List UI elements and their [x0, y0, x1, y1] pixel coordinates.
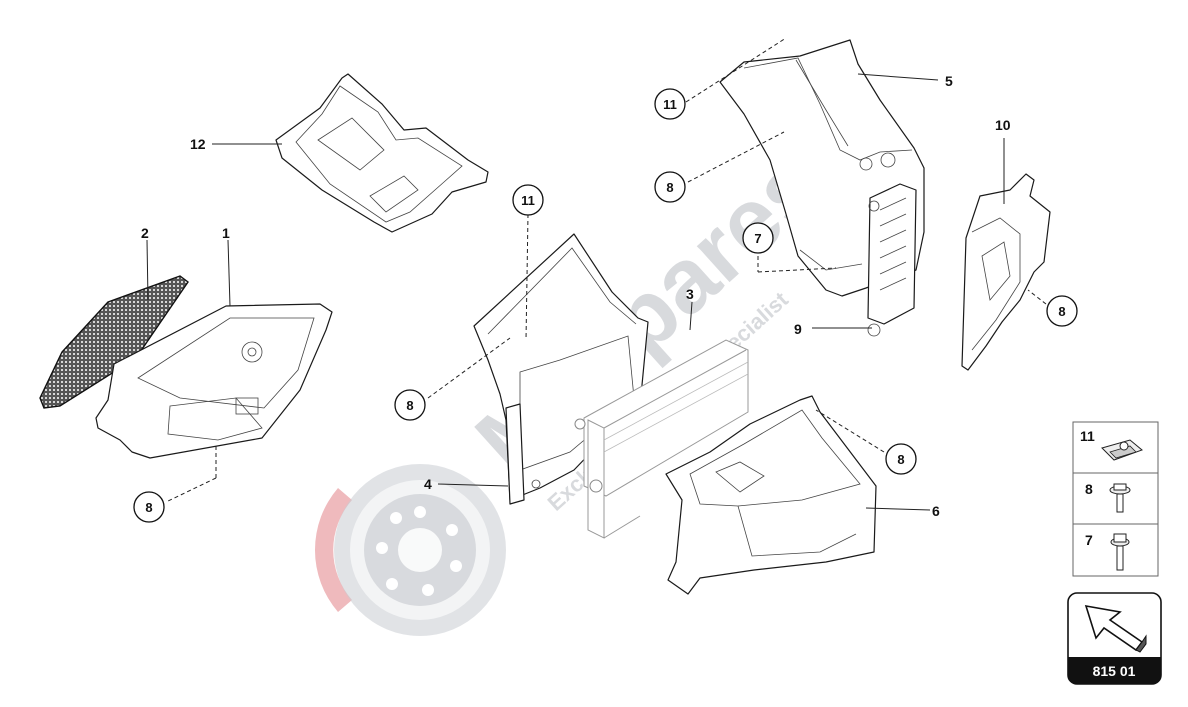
part-labels: 12 2 1 3 4 5 6 9 10: [141, 73, 1011, 519]
part-1-air-intake-housing: [95, 303, 333, 459]
reference-code: 815 01: [1093, 663, 1136, 679]
part-label-1: 1: [222, 225, 230, 241]
part-2-mesh-grille: [39, 275, 189, 409]
svg-text:8: 8: [145, 500, 152, 515]
long-bolt-icon: [1110, 533, 1130, 571]
fastener-legend: 11 8 7: [1072, 421, 1159, 577]
svg-text:8: 8: [666, 180, 673, 195]
part-label-5: 5: [945, 73, 953, 89]
part-label-10: 10: [995, 117, 1011, 133]
leader-lines: [146, 37, 1047, 511]
svg-text:11: 11: [1080, 428, 1095, 444]
part-label-2: 2: [141, 225, 149, 241]
callouts: 11 8 7 8 11 8 8 8: [133, 88, 1078, 523]
part-9-oil-cooler: [867, 183, 917, 337]
part-6-lower-air-duct: [665, 395, 877, 595]
part-label-4: 4: [424, 476, 432, 492]
svg-text:8: 8: [897, 452, 904, 467]
callout-8-lower-right: 8: [885, 443, 917, 475]
arrow-icon: [1084, 604, 1147, 653]
svg-text:8: 8: [1058, 304, 1065, 319]
callout-8-right-upper: 8: [654, 171, 686, 203]
callout-11-center: 11: [512, 184, 544, 216]
legend-row-8: 8: [1085, 481, 1131, 513]
part-10-side-air-duct: [961, 173, 1051, 371]
callout-8-center: 8: [394, 389, 426, 421]
part-3-radiator: [574, 339, 749, 539]
callout-8-left: 8: [133, 491, 165, 523]
callout-7-right: 7: [742, 222, 774, 254]
legend-row-11: 11: [1080, 428, 1143, 461]
flange-bolt-icon: [1109, 483, 1131, 513]
part-label-12: 12: [190, 136, 206, 152]
callout-11-right-upper: 11: [654, 88, 686, 120]
svg-text:8: 8: [1085, 481, 1093, 497]
part-12-air-duct-cover: [275, 73, 489, 233]
svg-text:7: 7: [1085, 532, 1093, 548]
legend-row-7: 7: [1085, 532, 1130, 571]
svg-text:11: 11: [521, 193, 535, 208]
callout-8-far-right: 8: [1046, 295, 1078, 327]
part-label-6: 6: [932, 503, 940, 519]
svg-text:11: 11: [663, 97, 677, 112]
clip-nut-icon: [1101, 439, 1143, 461]
watermark-disc-logo: [314, 464, 506, 636]
part-label-9: 9: [794, 321, 802, 337]
reference-badge: 815 01: [1067, 592, 1162, 685]
part-label-3: 3: [686, 286, 694, 302]
svg-text:7: 7: [754, 231, 761, 246]
svg-text:8: 8: [406, 398, 413, 413]
